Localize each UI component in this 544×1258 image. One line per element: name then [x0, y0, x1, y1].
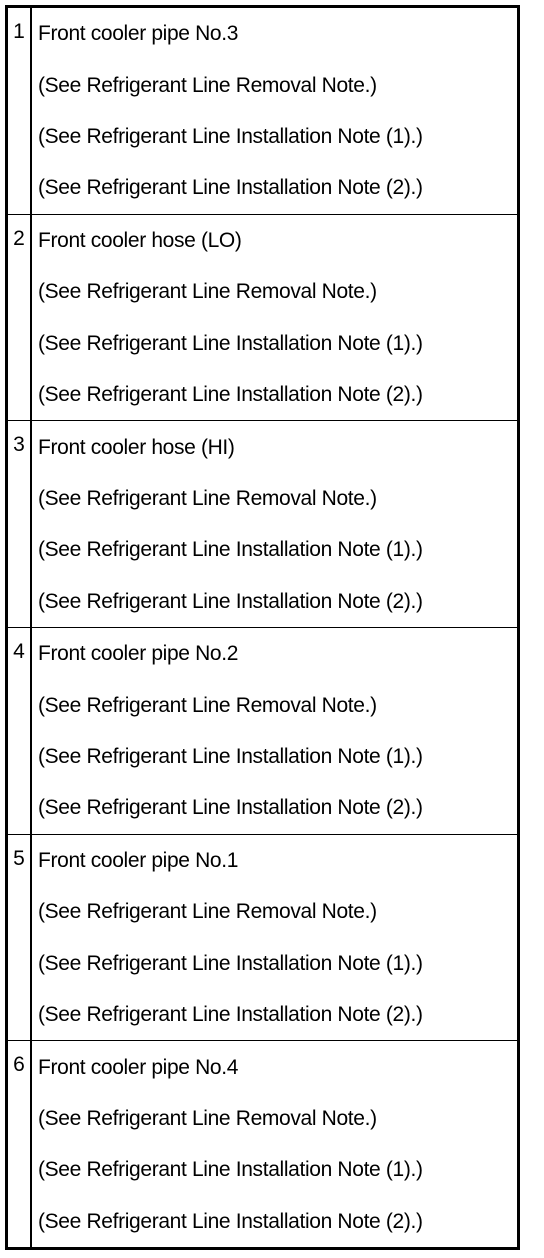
installation-note-2-link[interactable]: (See Refrigerant Line Installation Note … [38, 383, 423, 407]
part-row: 1 Front cooler pipe No.3 (See Refrigeran… [8, 8, 517, 214]
removal-note-link[interactable]: (See Refrigerant Line Removal Note.) [38, 73, 377, 97]
part-row: 6 Front cooler pipe No.4 (See Refrigeran… [8, 1040, 517, 1248]
installation-note-2-link[interactable]: (See Refrigerant Line Installation Note … [38, 176, 423, 200]
installation-note-2-link[interactable]: (See Refrigerant Line Installation Note … [38, 1003, 423, 1027]
part-details: Front cooler pipe No.2 (See Refrigerant … [32, 628, 517, 834]
part-number: 5 [8, 834, 32, 1041]
installation-note-1-link[interactable]: (See Refrigerant Line Installation Note … [38, 1158, 423, 1182]
parts-table: 1 Front cooler pipe No.3 (See Refrigeran… [5, 5, 520, 1250]
part-number: 3 [8, 421, 32, 628]
part-row: 2 Front cooler hose (LO) (See Refrigeran… [8, 213, 517, 421]
part-number: 2 [8, 214, 32, 421]
part-name: Front cooler hose (LO) [38, 228, 242, 252]
part-name: Front cooler pipe No.2 [38, 642, 239, 666]
part-name: Front cooler hose (HI) [38, 435, 235, 459]
installation-note-2-link[interactable]: (See Refrigerant Line Installation Note … [38, 1209, 423, 1233]
installation-note-2-link[interactable]: (See Refrigerant Line Installation Note … [38, 589, 423, 613]
removal-note-link[interactable]: (See Refrigerant Line Removal Note.) [38, 280, 377, 304]
installation-note-1-link[interactable]: (See Refrigerant Line Installation Note … [38, 951, 423, 975]
part-details: Front cooler pipe No.4 (See Refrigerant … [32, 1041, 517, 1247]
part-number: 6 [8, 1041, 32, 1248]
removal-note-link[interactable]: (See Refrigerant Line Removal Note.) [38, 693, 377, 717]
removal-note-link[interactable]: (See Refrigerant Line Removal Note.) [38, 900, 377, 924]
removal-note-link[interactable]: (See Refrigerant Line Removal Note.) [38, 1106, 377, 1130]
part-row: 3 Front cooler hose (HI) (See Refrigeran… [8, 420, 517, 628]
part-name: Front cooler pipe No.3 [38, 22, 239, 46]
installation-note-1-link[interactable]: (See Refrigerant Line Installation Note … [38, 538, 423, 562]
installation-note-2-link[interactable]: (See Refrigerant Line Installation Note … [38, 796, 423, 820]
part-number: 1 [8, 8, 32, 214]
part-details: Front cooler hose (HI) (See Refrigerant … [32, 421, 517, 627]
part-details: Front cooler hose (LO) (See Refrigerant … [32, 215, 517, 421]
removal-note-link[interactable]: (See Refrigerant Line Removal Note.) [38, 486, 377, 510]
part-row: 5 Front cooler pipe No.1 (See Refrigeran… [8, 833, 517, 1041]
part-row: 4 Front cooler pipe No.2 (See Refrigeran… [8, 627, 517, 834]
part-details: Front cooler pipe No.1 (See Refrigerant … [32, 835, 517, 1041]
part-number: 4 [8, 628, 32, 834]
part-details: Front cooler pipe No.3 (See Refrigerant … [32, 8, 517, 214]
part-name: Front cooler pipe No.4 [38, 1055, 239, 1079]
installation-note-1-link[interactable]: (See Refrigerant Line Installation Note … [38, 125, 423, 149]
part-name: Front cooler pipe No.1 [38, 848, 239, 872]
installation-note-1-link[interactable]: (See Refrigerant Line Installation Note … [38, 745, 423, 769]
installation-note-1-link[interactable]: (See Refrigerant Line Installation Note … [38, 331, 423, 355]
